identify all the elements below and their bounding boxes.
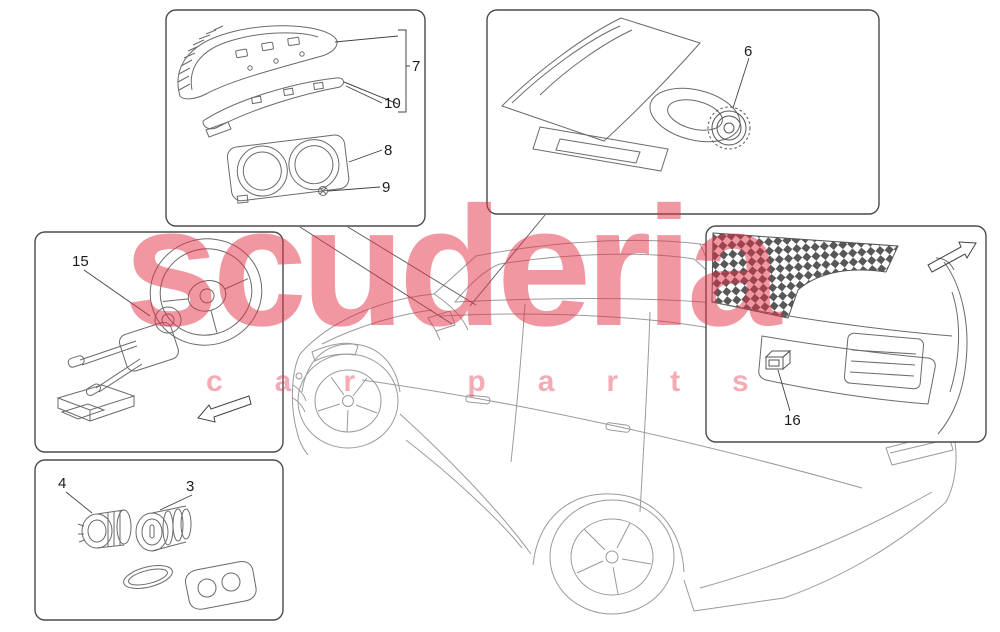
cluster-hood-part	[177, 25, 338, 100]
ignition-switch-box	[34, 459, 284, 621]
start-button-part	[707, 106, 751, 150]
leader-lines	[65, 491, 193, 514]
steering-column-box	[34, 231, 284, 453]
callout-bracket	[334, 29, 410, 113]
switch-part	[764, 349, 792, 371]
rear-wheel	[549, 499, 675, 615]
ignition-contact-part	[77, 509, 132, 549]
cover-plate-part	[185, 561, 257, 610]
instrument-cluster-box	[165, 9, 426, 227]
callout-9: 9	[382, 179, 391, 196]
callout-6: 6	[744, 43, 753, 60]
callout-15: 15	[72, 253, 89, 270]
bezel-part	[649, 87, 741, 143]
dashboard-section-part	[711, 257, 968, 435]
leader-line-15	[83, 269, 151, 317]
trim-panel-part	[501, 17, 701, 172]
callout-10: 10	[384, 95, 401, 112]
steering-wheel-part	[149, 238, 263, 346]
callout-4: 4	[58, 475, 67, 492]
column-switch-part	[56, 306, 182, 422]
callout-3: 3	[186, 478, 195, 495]
front-wheel	[297, 353, 399, 449]
patterned-trim-part	[711, 232, 899, 319]
leader-lines	[327, 85, 383, 192]
gasket-ring-part	[123, 565, 173, 589]
glovebox-box	[705, 225, 987, 443]
leader-line-6	[732, 57, 750, 109]
direction-arrow-icon	[927, 241, 977, 273]
callout-8: 8	[384, 142, 393, 159]
leader-line-16	[777, 369, 791, 412]
direction-arrow-icon	[197, 395, 252, 423]
cluster-bezel-part	[202, 77, 344, 138]
ignition-barrel-part	[135, 505, 192, 552]
callout-16: 16	[784, 412, 801, 429]
dashboard-trim-box	[486, 9, 880, 215]
screw-part	[318, 186, 328, 196]
callout-7: 7	[412, 58, 421, 75]
instrument-cluster-part	[226, 134, 350, 204]
connector-lines	[299, 214, 546, 325]
